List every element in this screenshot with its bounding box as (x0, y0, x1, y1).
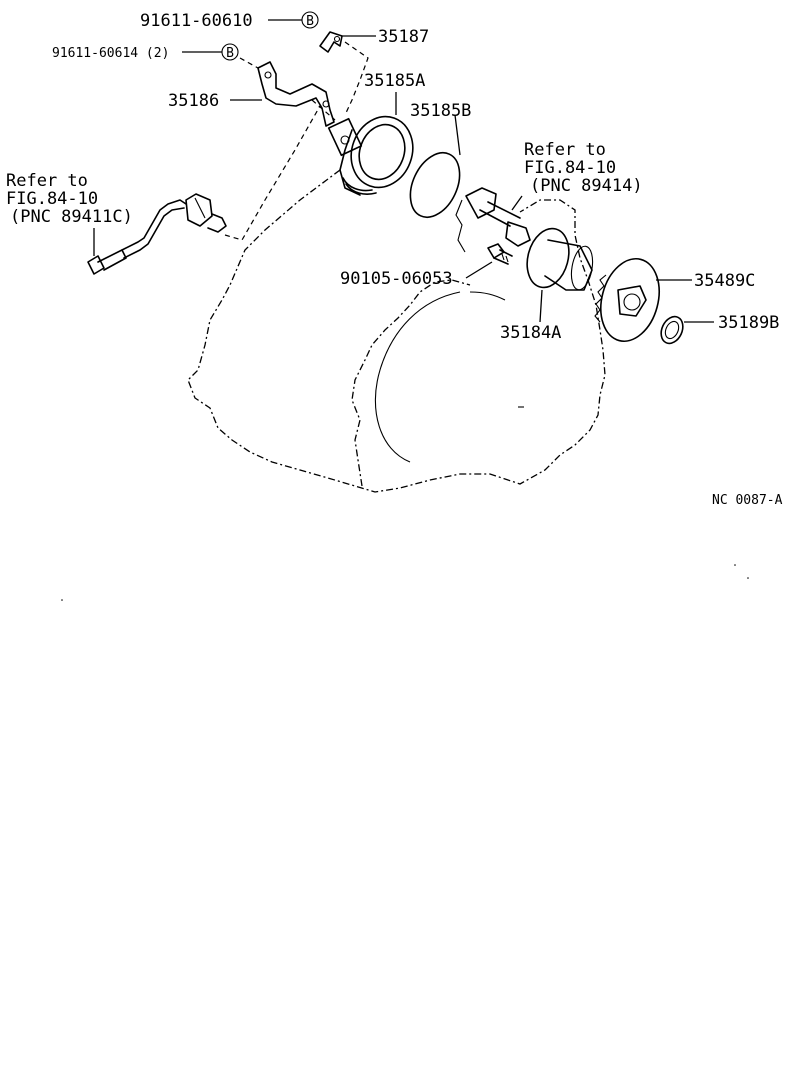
marker-b-lower-text: B (226, 46, 234, 61)
reference-left-line2: FIG.84-10 (6, 189, 98, 209)
part-35189B-ring (660, 315, 684, 345)
reference-left-line1: Refer to (6, 171, 88, 191)
marker-b-upper-text: B (306, 14, 314, 29)
part-35184A-shaft (465, 187, 594, 291)
leader-lines (93, 19, 714, 323)
assembly-lines (224, 41, 369, 241)
label-35189B: 35189B (718, 313, 779, 333)
part-35187-clip (319, 31, 343, 53)
part-35186-bracket (257, 61, 335, 127)
label-35185B: 35185B (410, 101, 471, 121)
reference-left-line3: (PNC 89411C) (10, 207, 133, 227)
label-35186: 35186 (168, 91, 219, 111)
reference-left: Refer to FIG.84-10 (PNC 89411C) (6, 171, 133, 227)
label-35187: 35187 (378, 27, 429, 47)
marker-b-upper: B (301, 11, 319, 29)
part-speed-sensor (87, 193, 227, 275)
part-35185A-cylinder (327, 115, 414, 196)
reference-right-line2: FIG.84-10 (524, 158, 616, 178)
reference-right: Refer to FIG.84-10 (PNC 89414) (524, 140, 643, 196)
label-90105-06053: 90105-06053 (340, 269, 453, 289)
diagram-code: NC 0087-A (712, 493, 783, 508)
label-91611-60614: 91611-60614 (2) (52, 46, 169, 61)
transaxle-housing (187, 169, 606, 493)
label-35185A: 35185A (364, 71, 425, 91)
label-91611-60610: 91611-60610 (140, 11, 253, 31)
reference-right-line3: (PNC 89414) (530, 176, 643, 196)
reference-right-line1: Refer to (524, 140, 606, 160)
label-35184A: 35184A (500, 323, 561, 343)
part-35489C-gear (594, 257, 660, 343)
part-90105-06053-bolt (487, 243, 513, 265)
label-35489C: 35489C (694, 271, 755, 291)
part-35185B-oring (409, 152, 461, 218)
scan-specks (61, 564, 749, 601)
marker-b-lower: B (221, 43, 239, 61)
